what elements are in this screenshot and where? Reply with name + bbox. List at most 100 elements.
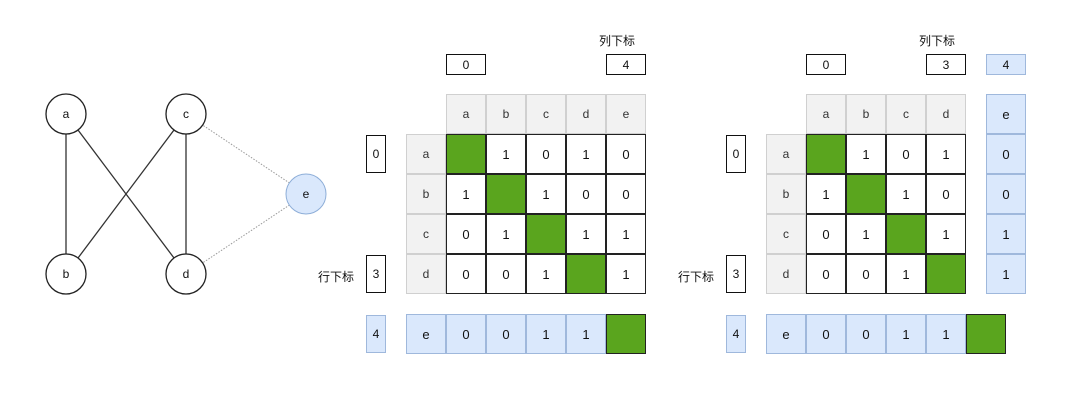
- new-col-cell: 1: [986, 254, 1026, 294]
- row-header: d: [766, 254, 806, 294]
- diagonal-cell: [606, 314, 646, 354]
- diagonal-cell: [846, 174, 886, 214]
- matrix-cell: 1: [806, 174, 846, 214]
- column-header: a: [446, 94, 486, 134]
- new-row-header: e: [766, 314, 806, 354]
- node-c: [165, 93, 207, 135]
- diagonal-cell: [526, 214, 566, 254]
- matrix-cell: 0: [486, 254, 526, 294]
- row-index-label: 行下标: [318, 270, 355, 284]
- new-row-index: 4: [366, 315, 386, 353]
- matrix-cell: 1: [566, 134, 606, 174]
- row-header: c: [766, 214, 806, 254]
- matrix-cell: 0: [606, 134, 646, 174]
- matrix-cell: 1: [566, 214, 606, 254]
- new-row-cell: 1: [886, 314, 926, 354]
- col-index-label: 列下标: [599, 34, 636, 48]
- diagonal-cell: [966, 314, 1006, 354]
- new-row-cell: 1: [566, 314, 606, 354]
- column-header: b: [486, 94, 526, 134]
- col-index-first: 0: [446, 54, 486, 75]
- column-header: a: [806, 94, 846, 134]
- new-row-cell: 1: [526, 314, 566, 354]
- matrix-cell: 0: [446, 214, 486, 254]
- column-header: c: [886, 94, 926, 134]
- matrix-cell: 1: [926, 134, 966, 174]
- row-index-first: 0: [726, 135, 746, 173]
- row-header: d: [406, 254, 446, 294]
- matrix-cell: 1: [606, 254, 646, 294]
- diagonal-cell: [926, 254, 966, 294]
- graph: a b c d e: [45, 93, 327, 295]
- column-header: b: [846, 94, 886, 134]
- diagonal-cell: [566, 254, 606, 294]
- matrix-cell: 0: [606, 174, 646, 214]
- matrix-cell: 1: [846, 214, 886, 254]
- row-index-last: 3: [726, 255, 746, 293]
- new-col-cell: 1: [986, 214, 1026, 254]
- matrix-cell: 1: [606, 214, 646, 254]
- col-index-last: 4: [606, 54, 646, 75]
- matrix-cell: 0: [926, 174, 966, 214]
- matrix-cell: 1: [526, 254, 566, 294]
- column-header: e: [606, 94, 646, 134]
- new-row-cell: 1: [926, 314, 966, 354]
- row-header: b: [766, 174, 806, 214]
- new-col-index: 4: [986, 54, 1026, 75]
- edge-c-b: [65, 113, 187, 275]
- node-label-e: e: [303, 187, 310, 201]
- node-label-a: a: [63, 107, 70, 121]
- row-header: b: [406, 174, 446, 214]
- matrix-cell: 1: [526, 174, 566, 214]
- matrix-cell: 0: [526, 134, 566, 174]
- new-row-index: 4: [726, 315, 746, 353]
- node-label-b: b: [63, 267, 70, 281]
- new-col-header: e: [986, 94, 1026, 134]
- matrix-cell: 0: [886, 134, 926, 174]
- matrix-cell: 0: [566, 174, 606, 214]
- col-index-label: 列下标: [919, 34, 956, 48]
- node-a: [45, 93, 87, 135]
- row-index-last: 3: [366, 255, 386, 293]
- column-header: c: [526, 94, 566, 134]
- new-row-cell: 0: [846, 314, 886, 354]
- edge-d-e: [185, 193, 307, 275]
- column-header: d: [926, 94, 966, 134]
- node-label-d: d: [183, 267, 190, 281]
- node-d: [165, 253, 207, 295]
- diagonal-cell: [486, 174, 526, 214]
- row-index-label: 行下标: [678, 270, 715, 284]
- new-row-cell: 0: [806, 314, 846, 354]
- matrix-cell: 0: [806, 214, 846, 254]
- column-header: d: [566, 94, 606, 134]
- diagonal-cell: [446, 134, 486, 174]
- row-index-first: 0: [366, 135, 386, 173]
- row-header: a: [406, 134, 446, 174]
- node-b: [45, 253, 87, 295]
- matrix-cell: 0: [846, 254, 886, 294]
- new-col-cell: 0: [986, 134, 1026, 174]
- new-row-header: e: [406, 314, 446, 354]
- edge-c-e: [185, 113, 307, 195]
- row-header: c: [406, 214, 446, 254]
- matrix-cell: 1: [926, 214, 966, 254]
- col-index-last: 3: [926, 54, 966, 75]
- new-row-cell: 0: [486, 314, 526, 354]
- matrix-cell: 1: [886, 254, 926, 294]
- node-e: [285, 173, 327, 215]
- diagonal-cell: [886, 214, 926, 254]
- matrix-cell: 1: [446, 174, 486, 214]
- col-index-first: 0: [806, 54, 846, 75]
- new-col-cell: 0: [986, 174, 1026, 214]
- row-header: a: [766, 134, 806, 174]
- matrix-cell: 1: [886, 174, 926, 214]
- matrix-cell: 1: [846, 134, 886, 174]
- matrix-cell: 1: [486, 134, 526, 174]
- matrix-cell: 0: [446, 254, 486, 294]
- new-row-cell: 0: [446, 314, 486, 354]
- node-label-c: c: [183, 107, 189, 121]
- matrix-cell: 1: [486, 214, 526, 254]
- diagonal-cell: [806, 134, 846, 174]
- matrix-cell: 0: [806, 254, 846, 294]
